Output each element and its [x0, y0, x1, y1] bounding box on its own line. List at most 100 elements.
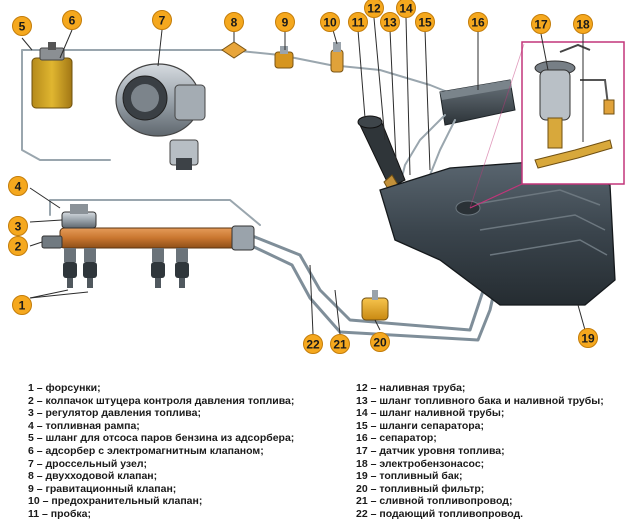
- regulator-hose: [49, 199, 261, 226]
- callout-number: 10: [323, 16, 337, 30]
- callout-number: 4: [15, 180, 22, 194]
- fuel-filter: [361, 290, 389, 321]
- callout-circle: [12, 16, 32, 36]
- callout-16: 16: [468, 12, 488, 32]
- callout-number: 16: [471, 16, 485, 30]
- callout-5: 5: [12, 16, 32, 36]
- callout-number: 22: [306, 338, 320, 352]
- callout-6: 6: [62, 10, 82, 30]
- legend-right-column: 12 – наливная труба; 13 – шланг топливно…: [356, 382, 636, 521]
- callout-18: 18: [573, 14, 593, 34]
- safety-valve: [330, 42, 344, 73]
- callout-circle: [348, 12, 368, 32]
- callout-circle: [303, 334, 323, 354]
- legend-item: 6 – адсорбер с электромагнитным клапаном…: [28, 444, 264, 457]
- throttle-body: [115, 63, 206, 170]
- legend-item: 16 – сепаратор;: [356, 432, 437, 445]
- legend-item: 13 – шланг топливного бака и наливной тр…: [356, 394, 604, 407]
- callout-2: 2: [8, 236, 28, 256]
- callout-number: 5: [19, 20, 26, 34]
- callout-19: 19: [578, 328, 598, 348]
- callout-number: 11: [352, 16, 365, 30]
- callout-number: 12: [367, 2, 381, 16]
- callout-circle: [224, 12, 244, 32]
- legend-item: 18 – электробензонасос;: [356, 457, 485, 470]
- leader-lines: [21, 17, 586, 335]
- callout-4: 4: [8, 176, 28, 196]
- separator: [439, 79, 516, 126]
- callout-number: 7: [159, 14, 166, 28]
- callout-circle: [364, 0, 384, 18]
- callout-7: 7: [152, 10, 172, 30]
- pump-inset: [469, 41, 625, 209]
- legend-item: 1 – форсунки;: [28, 382, 101, 394]
- callout-circle: [330, 334, 350, 354]
- callout-number: 6: [69, 14, 76, 28]
- test-port-cap: [41, 235, 63, 249]
- callout-11: 11: [348, 12, 368, 32]
- callout-circle: [578, 328, 598, 348]
- callout-circle: [8, 176, 28, 196]
- callout-number: 1: [19, 299, 26, 313]
- callout-number: 8: [231, 16, 238, 30]
- fuel-rail: [59, 225, 255, 251]
- legend-item: 20 – топливный фильтр;: [356, 482, 485, 495]
- callout-number: 14: [399, 2, 413, 16]
- legend-item: 2 – колпачок штуцера контроля давления т…: [28, 394, 295, 407]
- legend-item: 14 – шланг наливной трубы;: [356, 407, 505, 420]
- callout-circle: [62, 10, 82, 30]
- legend-item: 21 – сливной топливопровод;: [356, 495, 513, 508]
- callout-3: 3: [8, 216, 28, 236]
- callout-21: 21: [330, 334, 350, 354]
- callout-17: 17: [531, 14, 551, 34]
- legend-item: 11 – пробка;: [28, 507, 92, 520]
- callout-number: 15: [418, 16, 432, 30]
- callout-circle: [320, 12, 340, 32]
- vapor-hose-left: [21, 49, 111, 161]
- callout-number: 3: [15, 220, 22, 234]
- callout-number: 17: [534, 18, 548, 32]
- callout-circle: [12, 295, 32, 315]
- callout-circle: [573, 14, 593, 34]
- legend-item: 15 – шланги сепаратора;: [356, 419, 484, 432]
- legend-item: 8 – двухходовой клапан;: [28, 470, 158, 483]
- callout-15: 15: [415, 12, 435, 32]
- injectors: [63, 248, 189, 288]
- legend-item: 3 – регулятор давления топлива;: [28, 407, 201, 420]
- legend-item: 19 – топливный бак;: [356, 470, 463, 483]
- callout-12: 12: [364, 0, 384, 18]
- callout-circle: [8, 216, 28, 236]
- callout-number: 21: [333, 338, 347, 352]
- legend-item: 9 – гравитационный клапан;: [28, 482, 177, 495]
- callout-number: 9: [282, 16, 289, 30]
- adsorber: [31, 42, 73, 109]
- callout-8: 8: [224, 12, 244, 32]
- callout-circle: [531, 14, 551, 34]
- legend-item: 10 – предохранительный клапан;: [28, 495, 203, 508]
- callout-circle: [152, 10, 172, 30]
- callout-circle: [8, 236, 28, 256]
- callout-10: 10: [320, 12, 340, 32]
- legend-item: 5 – шланг для отсоса паров бензина из ад…: [28, 432, 295, 445]
- callout-circle: [468, 12, 488, 32]
- fuel-tank: [379, 159, 616, 306]
- supply-line: [248, 233, 492, 332]
- callout-number: 19: [581, 332, 595, 346]
- callout-number: 20: [373, 336, 387, 350]
- callout-number: 2: [15, 240, 22, 254]
- gravity-valve: [274, 46, 294, 69]
- callout-circle: [380, 12, 400, 32]
- legend-item: 4 – топливная рампа;: [28, 419, 140, 432]
- legend-item: 12 – наливная труба;: [356, 382, 466, 394]
- callout-circle: [370, 332, 390, 352]
- legend-item: 7 – дроссельный узел;: [28, 457, 147, 470]
- two-way-valve: [221, 41, 247, 59]
- callout-number: 13: [383, 16, 397, 30]
- legend-item: 22 – подающий топливопровод.: [356, 507, 524, 520]
- callout-number: 18: [576, 18, 590, 32]
- callout-circle: [275, 12, 295, 32]
- callout-9: 9: [275, 12, 295, 32]
- legend: 1 – форсунки; 2 – колпачок штуцера контр…: [0, 376, 642, 522]
- pressure-regulator: [61, 204, 97, 229]
